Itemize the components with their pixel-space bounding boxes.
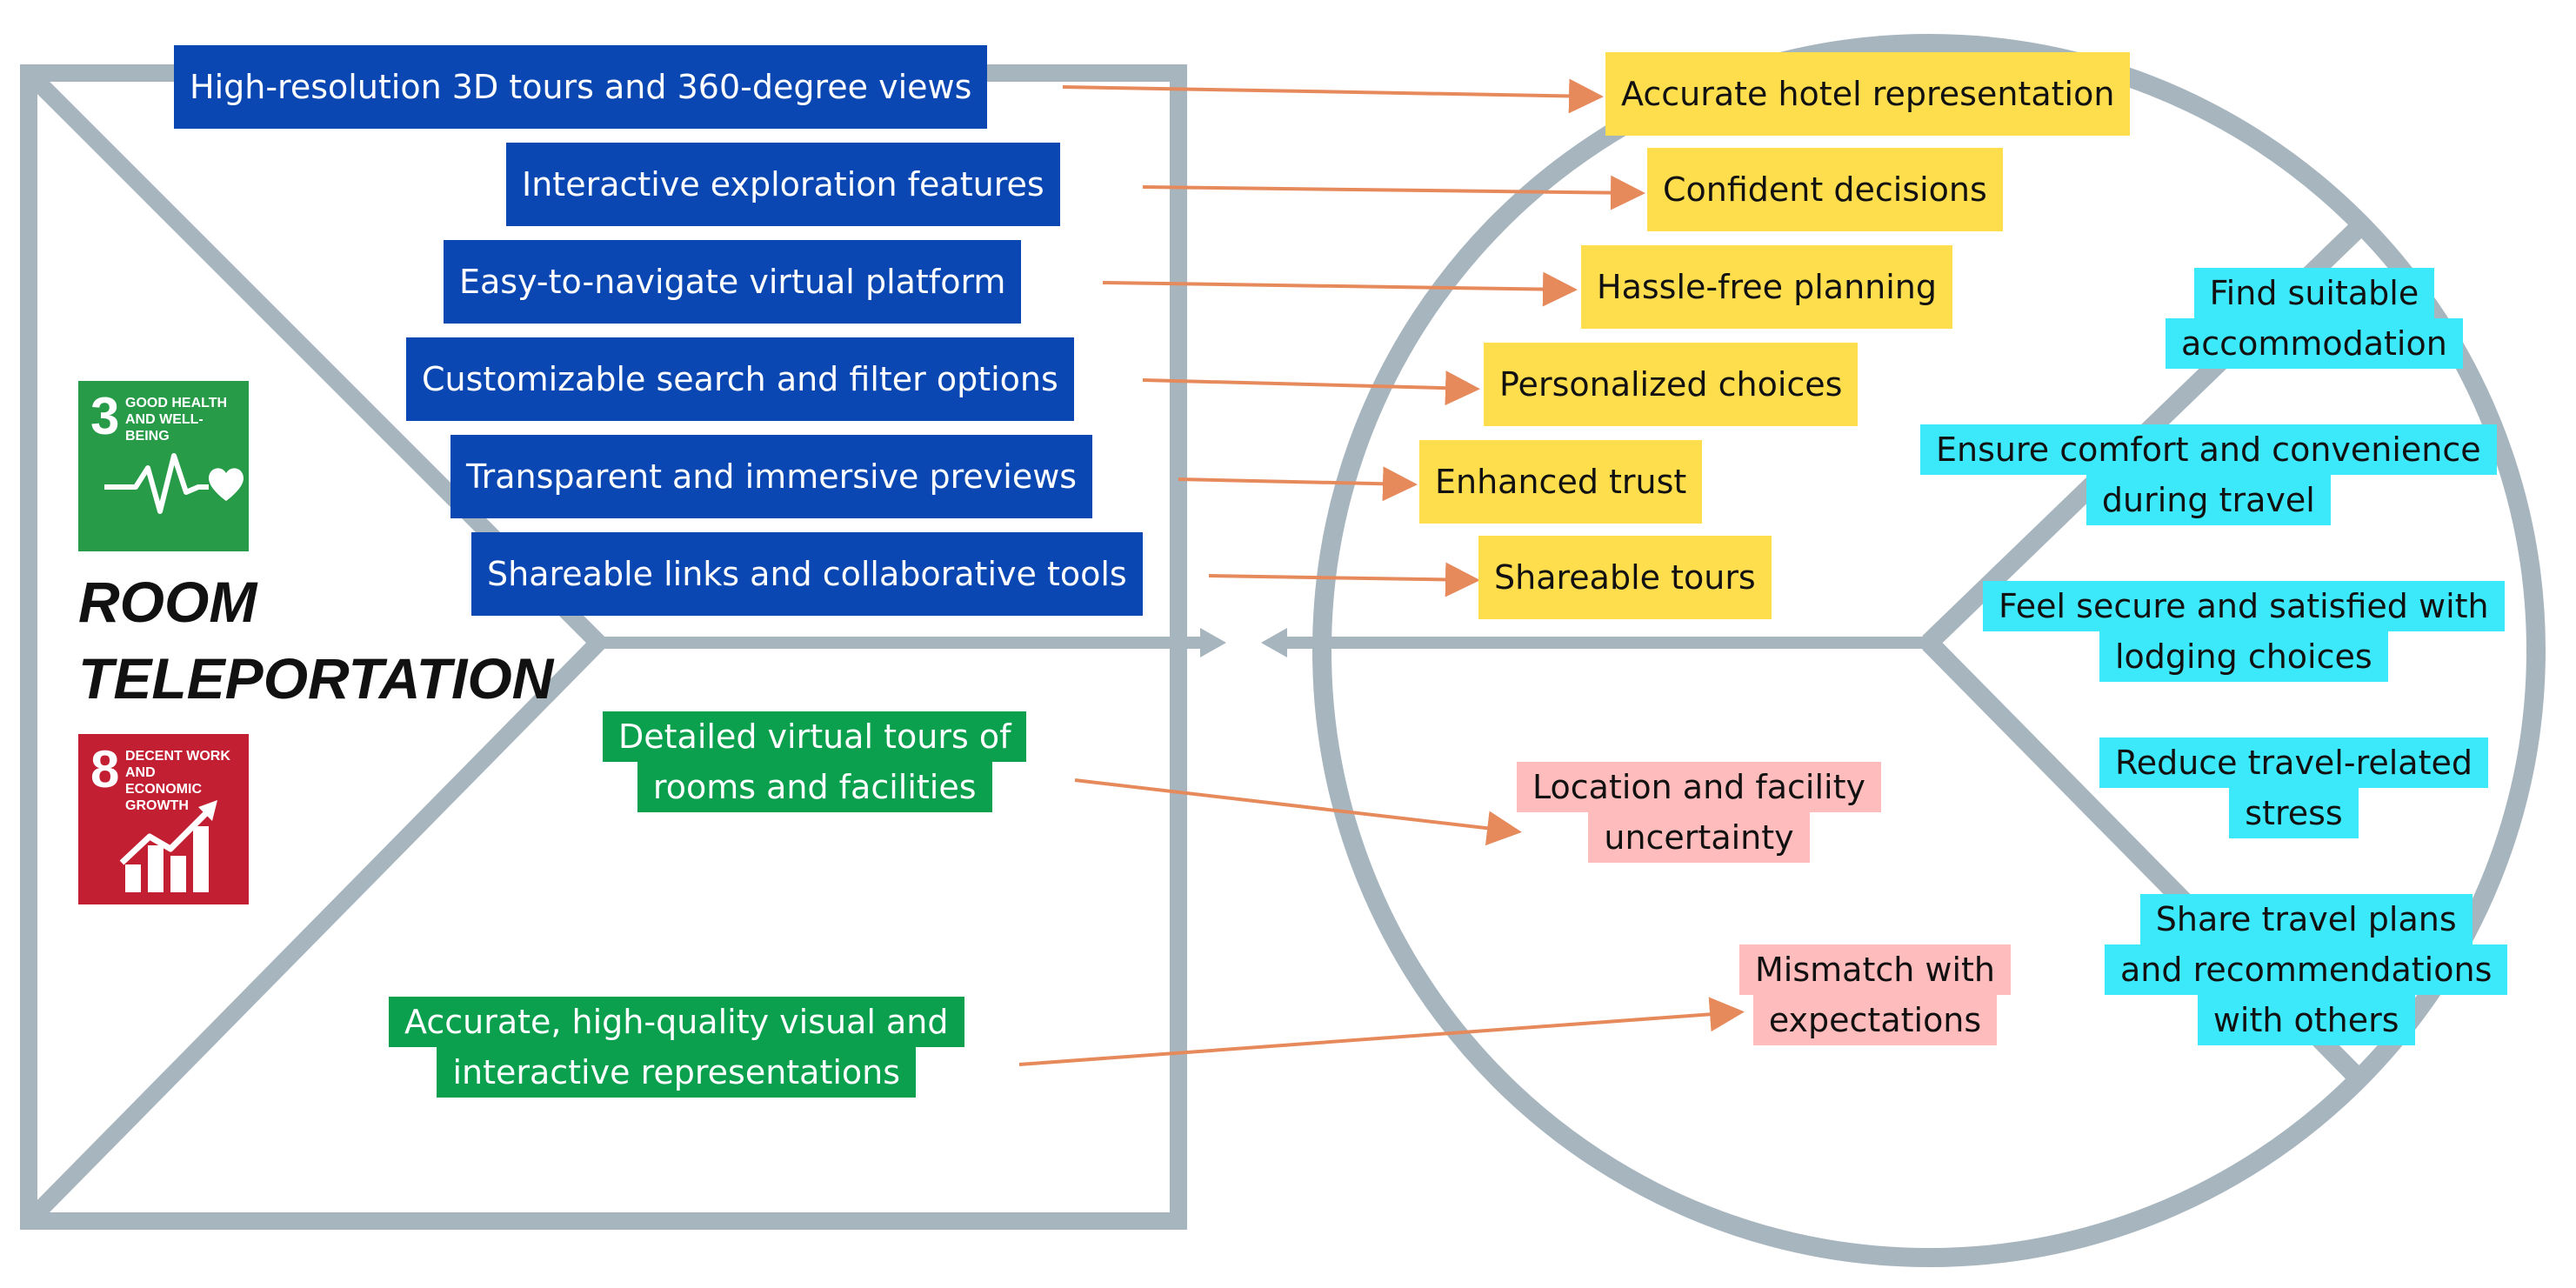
sdg-number: 3 [90,387,120,445]
job-note: Reduce travel-related stress [2099,737,2488,838]
connector-arrows [1018,78,1745,1066]
feature-note: Easy-to-navigate virtual platform [444,240,1022,324]
sdg-label: GOOD HEALTH AND WELL-BEING [125,396,228,444]
gain-note: Enhanced trust [1419,440,1703,524]
gain-note: Accurate hotel representation [1605,52,2131,136]
connector-arrow [1018,997,1745,1066]
feature-note: Transparent and immersive previews [450,435,1093,518]
gain-creator-note: Detailed virtual tours of rooms and faci… [603,711,1027,812]
gain-note: Confident decisions [1647,148,2003,231]
pain-note: Location and facility uncertainty [1517,762,1881,863]
connector-arrow [1142,370,1480,406]
gain-note: Hassle-free planning [1581,245,1953,329]
feature-note: Shareable links and collaborative tools [471,532,1143,616]
page-title: ROOM TELEPORTATION [78,570,554,711]
heartbeat-icon [104,453,244,514]
connector-arrow [1178,466,1418,502]
connector-arrow [1208,562,1480,597]
growth-chart-icon [119,800,217,892]
sdg-number: 8 [90,740,120,798]
circle-arrow-tip [1261,628,1287,657]
sdg-3-badge: 3 GOOD HEALTH AND WELL-BEING [78,381,249,551]
gain-creator-note: Accurate, high-quality visual and intera… [389,997,964,1098]
job-note: Ensure comfort and convenience during tr… [1920,424,2497,525]
connector-arrow [1074,778,1522,846]
pain-note: Mismatch with expectations [1739,944,2012,1045]
connector-arrow [1062,78,1604,114]
job-note: Find suitable accommodation [2166,268,2463,369]
job-note: Share travel plans and recommendations w… [2105,894,2508,1045]
connector-arrow [1142,175,1645,210]
sdg-8-badge: 8 DECENT WORK AND ECONOMIC GROWTH [78,734,249,904]
sdg-label: DECENT WORK AND ECONOMIC GROWTH [125,749,230,813]
feature-note: High-resolution 3D tours and 360-degree … [174,45,988,129]
square-arrow-tip [1200,628,1226,657]
connector-arrow [1102,271,1578,307]
job-note: Feel secure and satisfied with lodging c… [1983,581,2505,682]
feature-note: Interactive exploration features [506,143,1060,226]
feature-note: Customizable search and filter options [406,337,1074,421]
gain-note: Personalized choices [1484,343,1859,426]
gain-note: Shareable tours [1478,536,1772,619]
